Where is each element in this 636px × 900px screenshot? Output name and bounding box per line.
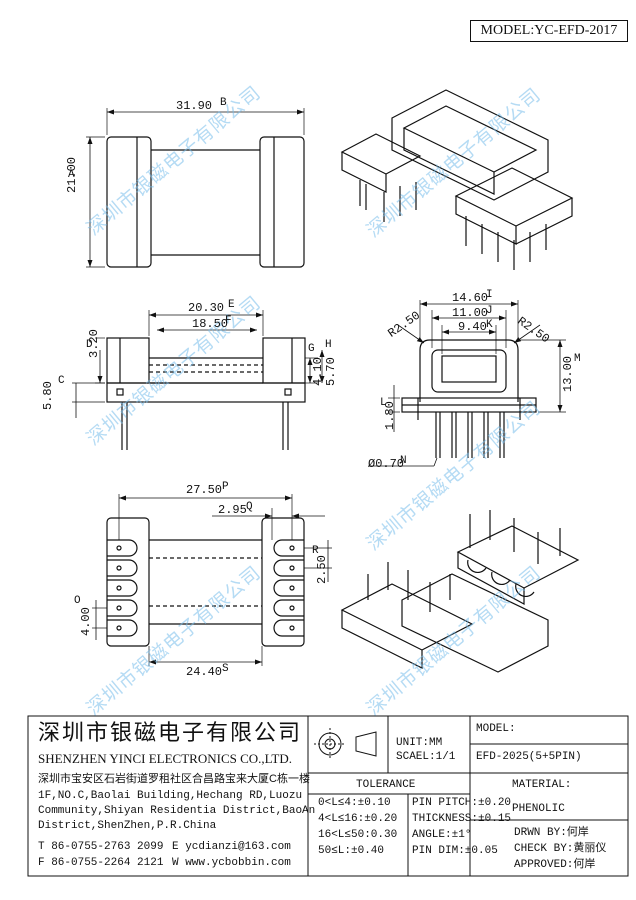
address-en-line-1: 1F,NO.C,Baolai Building,Hechang RD,Luozu [38, 790, 303, 802]
dim-c-letter: C [58, 375, 65, 387]
left-pin-slots [107, 539, 138, 637]
dim-s-letter: S [222, 663, 229, 675]
dim-k-letter: K [486, 319, 493, 331]
side-pins [435, 412, 505, 458]
tolerance-title: TOLERANCE [356, 779, 416, 791]
title-block-lines [27, 715, 629, 877]
dim-f-letter: F [225, 315, 232, 327]
tolerance-left-1: 0<L≤4:±0.10 [318, 797, 391, 809]
dim-d-letter: D [86, 339, 93, 351]
dim-i-letter: I [486, 289, 493, 301]
model-value: EFD-2025(5+5PIN) [476, 751, 582, 763]
company-name-en: SHENZHEN YINCI ELECTRONICS CO.,LTD. [38, 751, 292, 766]
dim-h-letter: H [325, 339, 332, 351]
dim-l-letter: L [380, 397, 387, 409]
website[interactable]: W www.ycbobbin.com [172, 857, 291, 869]
tolerance-left-2: 4<L≤16:±0.20 [318, 813, 398, 825]
dim-n-letter: N [400, 455, 407, 467]
dim-b-value: 31.90 [176, 99, 213, 113]
dim-r-value: 2.50 [315, 555, 329, 584]
company-name-cn: 深圳市银磁电子有限公司 [38, 720, 303, 745]
unit-label: UNIT:MM [396, 737, 443, 749]
dim-c-value: 5.80 [41, 381, 55, 410]
dim-p-value: 27.50 [186, 483, 223, 497]
dim-i-value: 14.60 [452, 291, 489, 305]
dim-g-value: 4.10 [311, 357, 325, 386]
dim-j-value: 11.00 [452, 306, 489, 320]
dim-n-value: Ø0.70 [368, 457, 405, 471]
dim-o-value: 4.00 [79, 607, 93, 636]
material-value: PHENOLIC [512, 803, 565, 815]
scale-label: SCAEL:1/1 [396, 751, 456, 763]
dim-s-value: 24.40 [186, 665, 223, 679]
model-header: MODEL:YC-EFD-2017 [470, 20, 628, 42]
tolerance-right-1: PIN PITCH:±0.20 [412, 797, 512, 809]
dim-m-letter: M [574, 353, 581, 365]
tolerance-right-4: PIN DIM:±0.05 [412, 845, 498, 857]
isometric-view-bottom [340, 510, 580, 673]
dim-q-letter: Q [246, 501, 253, 513]
model-label: MODEL: [476, 723, 516, 735]
dim-g-letter: G [308, 343, 315, 355]
address-en-line-3: District,ShenZhen,P.R.China [38, 820, 217, 832]
checked-by: CHECK BY:黄丽仪 [514, 843, 607, 855]
dim-e-letter: E [228, 299, 235, 311]
side-view [368, 300, 566, 467]
material-label: MATERIAL: [512, 779, 572, 791]
tolerance-left-3: 16<L≤50:0.30 [318, 829, 398, 841]
tolerance-right-3: ANGLE:±1° [412, 829, 472, 841]
front-view [72, 310, 325, 450]
dim-m-value: 13.00 [561, 355, 575, 392]
dim-b-letter: B [220, 97, 227, 109]
tolerance-right-2: THICKNESS:±0.15 [412, 813, 512, 825]
address-cn: 深圳市宝安区石岩街道罗租社区合昌路宝来大厦C栋一楼 [38, 773, 310, 785]
fax: F 86-0755-2264 2121 [38, 857, 164, 869]
top-view [86, 108, 305, 268]
bottom-view [92, 494, 332, 666]
drawn-by: DRWN BY:何岸 [514, 827, 589, 839]
telephone: T 86-0755-2763 2099 [38, 841, 164, 853]
dim-e-value: 20.30 [188, 301, 225, 315]
address-en-line-2: Community,Shiyan Residentia District,Bao… [38, 805, 316, 817]
dim-q-value: 2.95 [218, 503, 247, 517]
dim-r-letter: R [312, 545, 319, 557]
dim-h-value: 5.70 [324, 357, 338, 386]
isometric-view-top [340, 89, 574, 270]
tolerance-left-4: 50≤L:±0.40 [318, 845, 385, 857]
dim-k-value: 9.40 [458, 320, 487, 334]
dim-o-letter: O [74, 595, 81, 607]
dim-f-value: 18.50 [192, 317, 229, 331]
dim-j-letter: J [486, 305, 493, 317]
approved-by: APPROVED:何岸 [514, 859, 596, 871]
email[interactable]: E ycdianzi@163.com [172, 841, 291, 853]
right-pin-slots [273, 539, 304, 637]
dim-a-letter: A [68, 169, 75, 181]
dim-p-letter: P [222, 481, 229, 493]
